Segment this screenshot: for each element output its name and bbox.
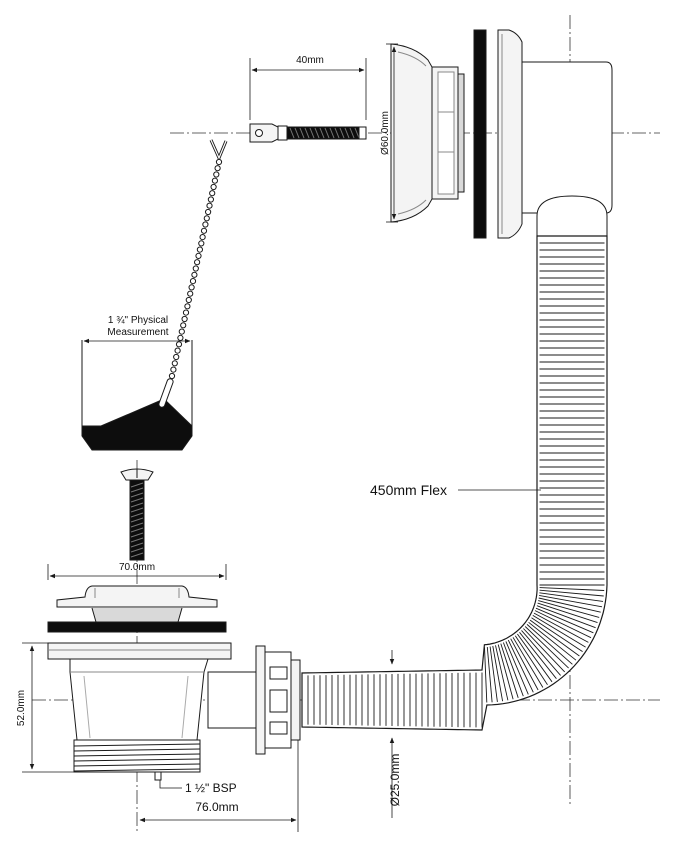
bath-plug (81, 338, 193, 451)
flexible-hose (301, 235, 608, 731)
overflow-screw (249, 123, 367, 143)
pipe-diameter-label: Ø25.0mm (388, 754, 402, 807)
thread-size-label: 1 ½" BSP (185, 781, 237, 795)
outlet-offset-label: 76.0mm (195, 800, 238, 814)
dimension-52mm (22, 642, 74, 773)
grate-screw (120, 468, 154, 561)
waste-body (47, 642, 261, 781)
plug-measure-label-1: 1 ¾" Physical (108, 315, 168, 326)
dimension-40mm (249, 58, 367, 120)
dimension-76mm (139, 740, 299, 832)
overflow-length-label: 40mm (296, 55, 324, 66)
plug-chain (168, 139, 228, 380)
overflow-diameter-label: Ø60.0mm (380, 111, 391, 155)
hose-nut (255, 645, 301, 755)
flange-diameter-label: 70.0mm (119, 562, 155, 573)
bsp-leader-line (159, 780, 182, 789)
dimension-60mm (386, 43, 398, 223)
waste-grate (47, 585, 227, 633)
plug-measure-label-2: Measurement (107, 327, 168, 338)
waste-height-label: 52.0mm (16, 690, 27, 726)
overflow-assembly (390, 29, 613, 239)
dimension-70mm (47, 564, 227, 580)
flex-length-label: 450mm Flex (370, 482, 447, 498)
